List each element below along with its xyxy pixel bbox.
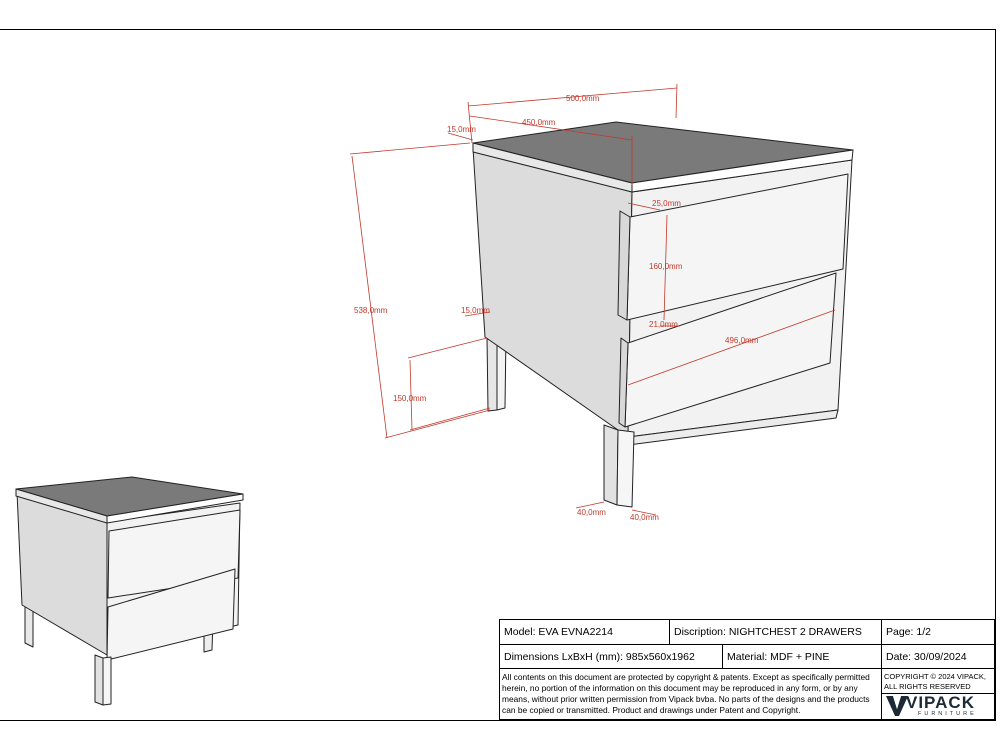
title-date: Date: 30/09/2024: [881, 644, 995, 669]
dim-side-inset: 15,0mm: [461, 306, 490, 315]
copyright-line: COPYRIGHT © 2024 VIPACK, ALL RIGHTS RESE…: [881, 668, 995, 694]
dim-height: 538,0mm: [354, 306, 388, 315]
brand-tagline: FURNITURE: [918, 711, 977, 717]
dim-leg-depth: 40,0mm: [630, 513, 659, 522]
vipack-logo: VIPACK FURNITURE: [884, 693, 995, 719]
dim-drawer-gap: 25,0mm: [652, 199, 681, 208]
dim-total-width: 500,0mm: [566, 94, 600, 103]
dim-drawer-height: 160,0mm: [649, 262, 683, 271]
dim-drawer-width: 496,0mm: [725, 336, 759, 345]
dim-leg-width: 40,0mm: [577, 508, 606, 517]
dim-leg-height: 150,0mm: [393, 394, 427, 403]
vipack-v-icon: [886, 696, 908, 716]
copyright-notice: All contents on this document are protec…: [499, 668, 882, 720]
title-page: Page: 1/2: [881, 619, 995, 645]
dim-drawer-spacing: 21,0mm: [649, 320, 678, 329]
title-dimensions: Dimensions LxBxH (mm): 985x560x1962: [499, 644, 723, 669]
preview-nightchest-view: [15, 476, 244, 706]
sheet-frame: [0, 29, 996, 721]
title-description: Discription: NIGHTCHEST 2 DRAWERS: [669, 619, 882, 645]
dimension-lines: [349, 83, 836, 516]
brand-name: VIPACK: [906, 693, 975, 712]
dimension-labels: 500,0mm 450,0mm 15,0mm 538,0mm 15,0mm 15…: [354, 94, 759, 522]
dim-inner-width: 450,0mm: [522, 118, 556, 127]
main-nightchest-view: [472, 121, 854, 508]
title-model: Model: EVA EVNA2214: [499, 619, 670, 645]
title-material: Material: MDF + PINE: [722, 644, 882, 669]
dim-top-overhang: 15,0mm: [447, 125, 476, 134]
